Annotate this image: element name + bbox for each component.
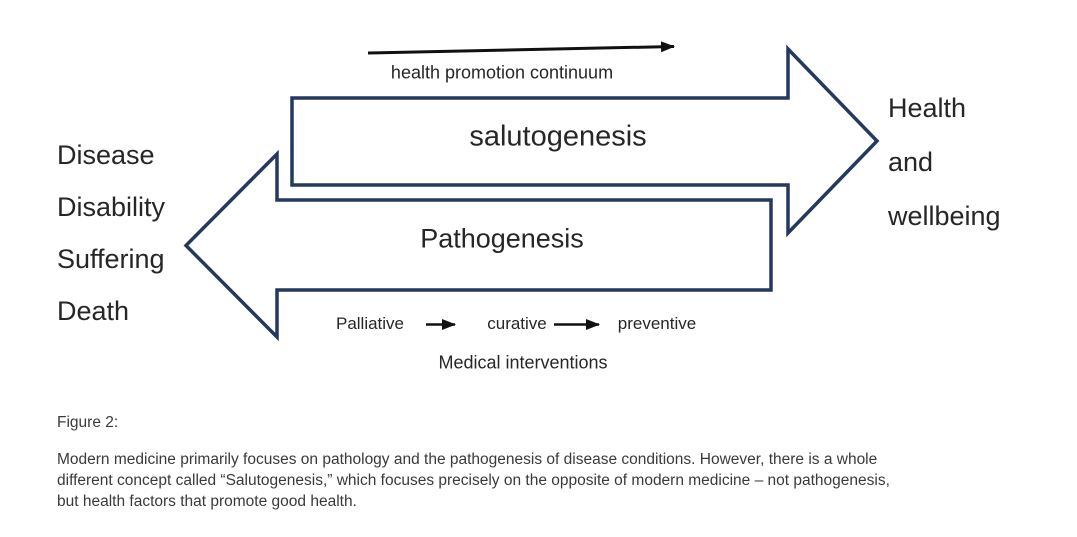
pathogenesis-arrow	[183, 149, 773, 342]
caption-line-3: but health factors that promote good hea…	[57, 493, 357, 510]
caption-line-1: Modern medicine primarily focuses on pat…	[57, 451, 878, 468]
term-death: Death	[57, 296, 130, 326]
medical-interventions-label: Medical interventions	[438, 352, 608, 373]
step-preventive-label: preventive	[617, 314, 697, 333]
salutogenesis-label: salutogenesis	[469, 120, 647, 153]
term-disease: Disease	[57, 140, 155, 170]
health-promotion-arrow	[367, 41, 675, 55]
salutogenesis-arrow	[290, 44, 880, 238]
term-health: Health	[888, 93, 967, 123]
positive-outcomes-list: Health and wellbeing	[888, 81, 1001, 243]
term-wellbeing: wellbeing	[888, 201, 1001, 231]
negative-outcomes-list: Disease Disability Suffering Death	[57, 129, 165, 337]
figure-caption-paragraph: Modern medicine primarily focuses on pat…	[57, 449, 890, 512]
term-suffering: Suffering	[57, 244, 165, 274]
step-curative-label: curative	[487, 314, 547, 333]
figure-number-label: Figure 2:	[57, 414, 119, 431]
health-promotion-continuum-label: health promotion continuum	[390, 62, 614, 83]
step-palliative-label: Palliative	[335, 314, 405, 333]
caption-line-2: different concept called “Salutogenesis,…	[57, 472, 890, 489]
term-disability: Disability	[57, 192, 166, 222]
term-and: and	[888, 147, 934, 177]
pathogenesis-label: Pathogenesis	[420, 223, 584, 254]
